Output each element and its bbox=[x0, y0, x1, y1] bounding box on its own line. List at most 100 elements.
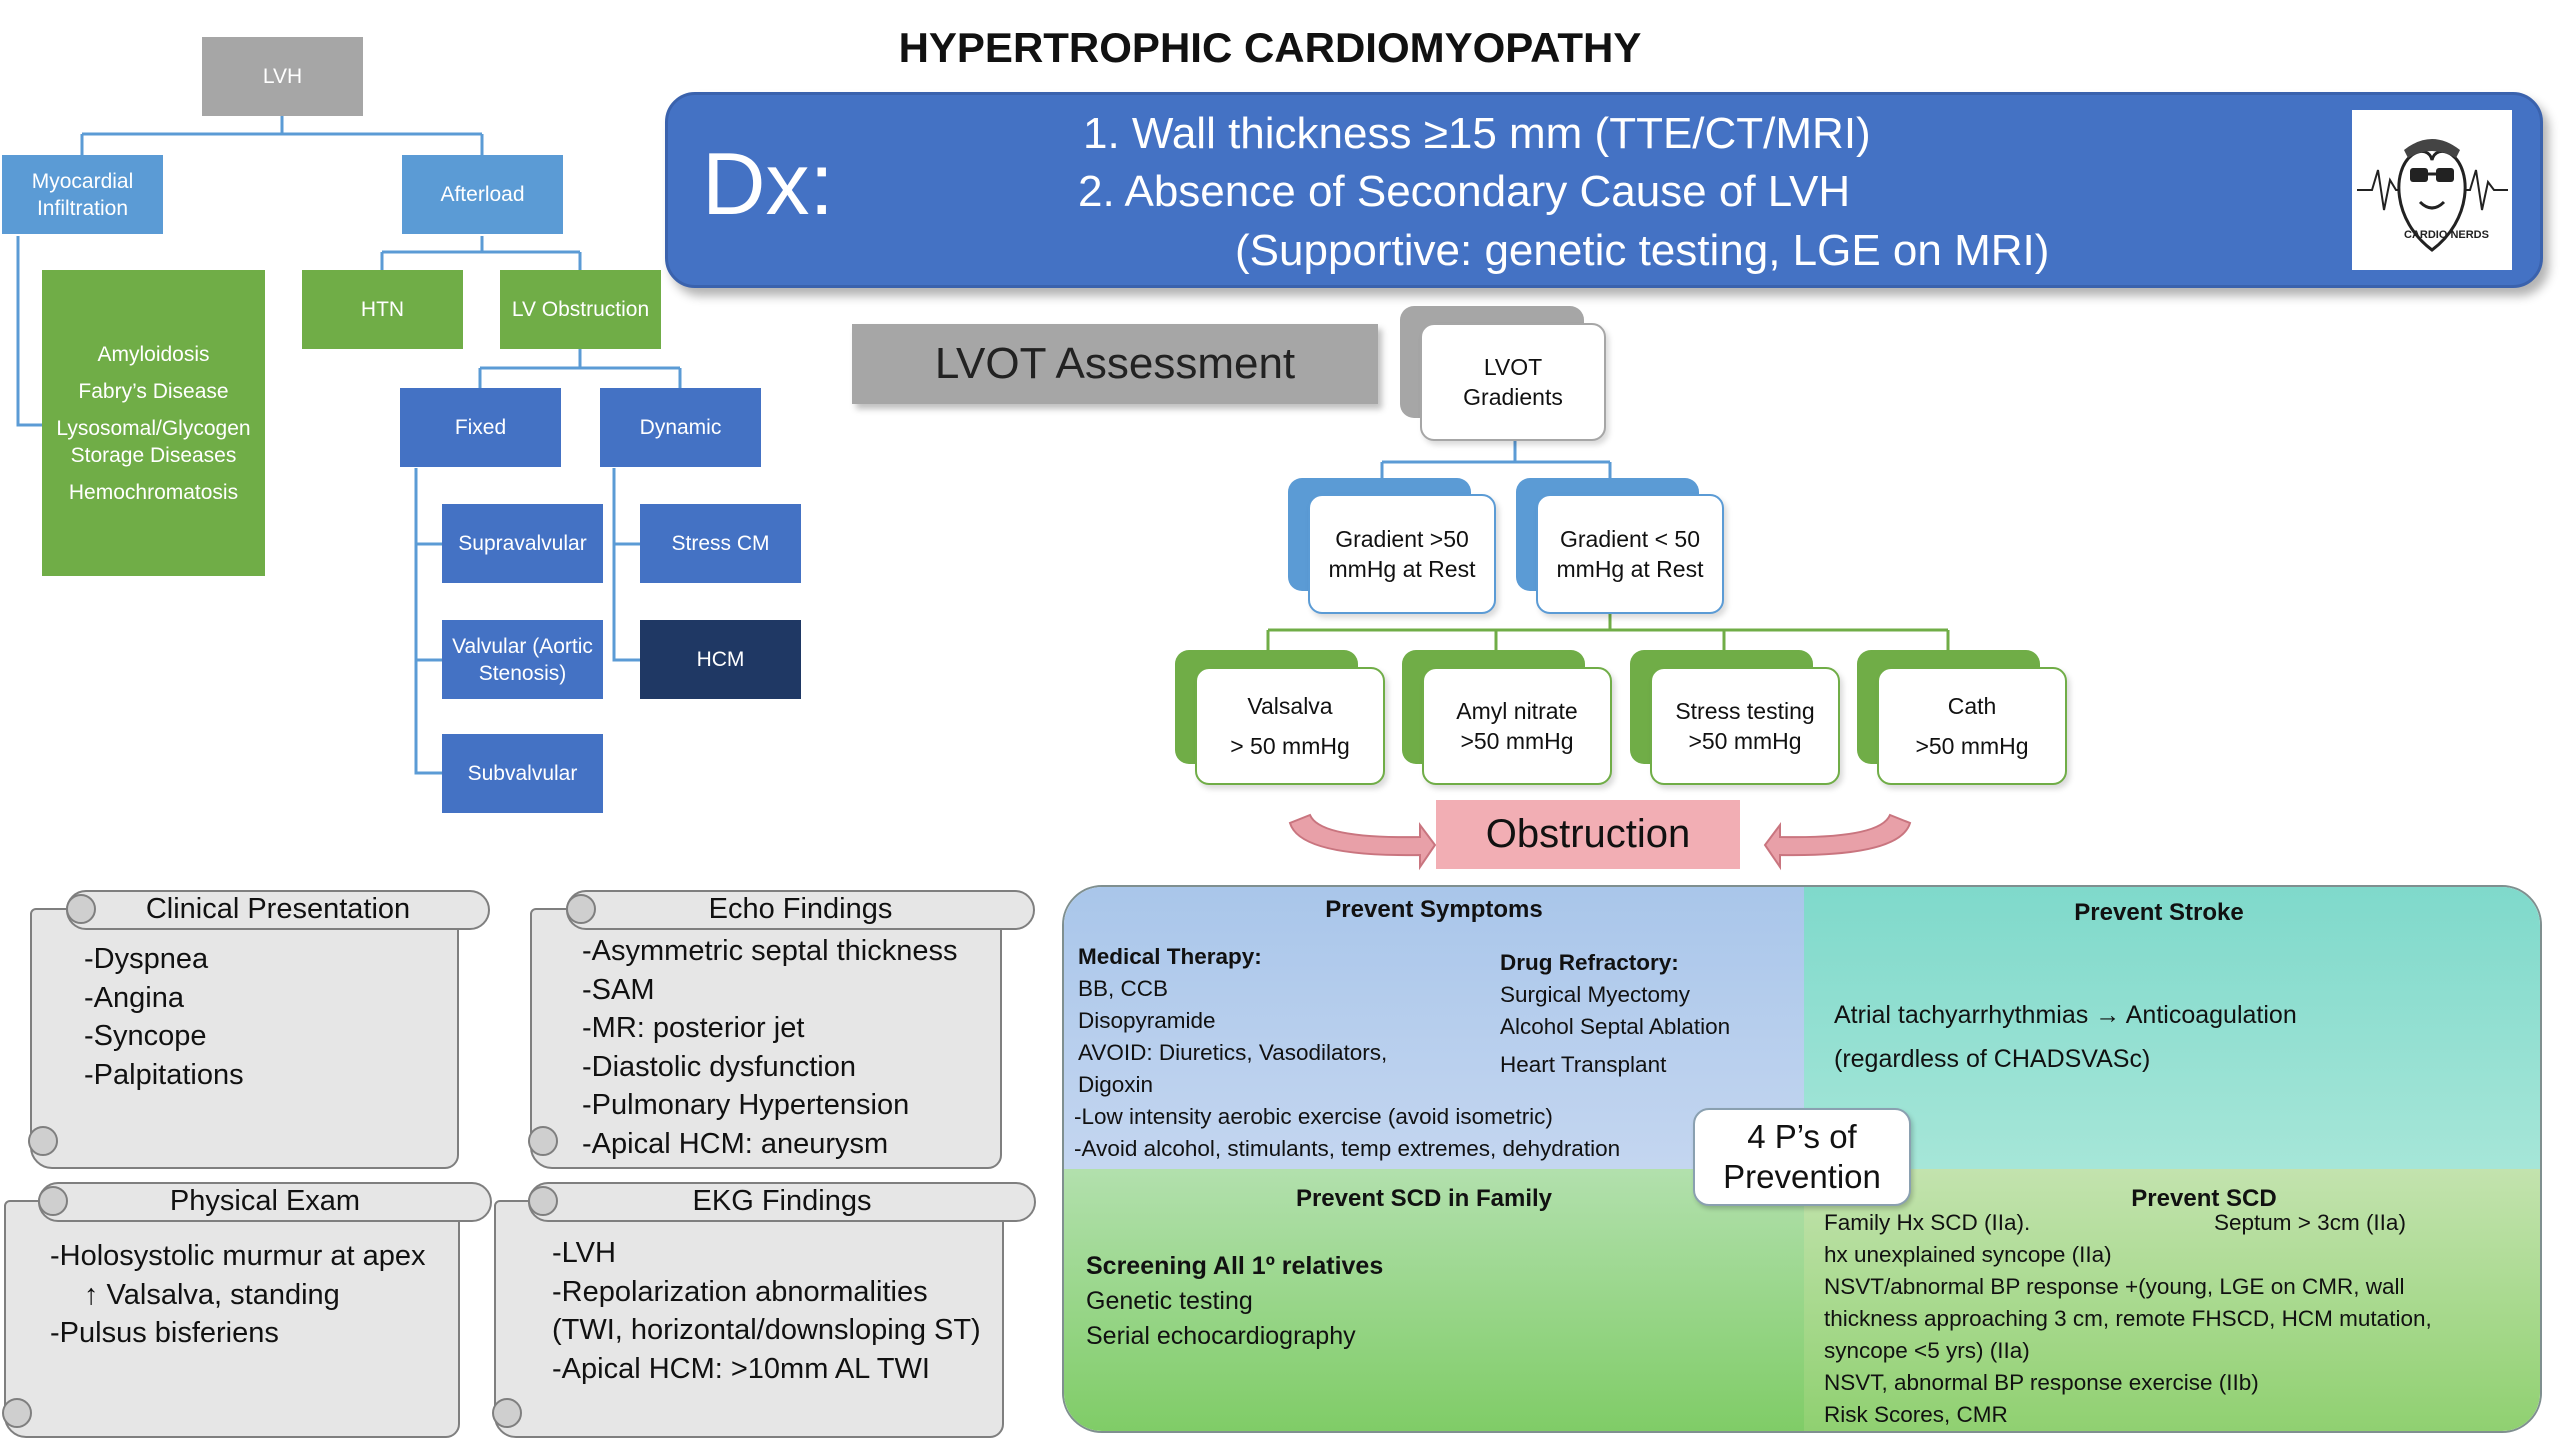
list-item: NSVT, abnormal BP response exercise (IIb… bbox=[1824, 1370, 2259, 1395]
obstruction-arrows bbox=[1288, 813, 1912, 871]
echo-findings-title: Echo Findings bbox=[566, 890, 1035, 930]
list-item: BB, CCB bbox=[1078, 976, 1169, 1001]
scroll-curl-icon bbox=[528, 1186, 558, 1216]
scroll-curl-icon bbox=[66, 894, 96, 924]
test-cath: Cath >50 mmHg bbox=[1877, 667, 2067, 785]
list-item: ↑ Valsalva, standing bbox=[84, 1278, 340, 1311]
test-value: > 50 mmHg bbox=[1230, 733, 1350, 759]
ekg-findings-list: -LVH -Repolarization abnormalities (TWI,… bbox=[552, 1234, 981, 1388]
scd-first-left: Family Hx SCD (IIa). bbox=[1824, 1210, 2031, 1235]
stroke-line: (regardless of CHADSVASc) bbox=[1834, 1045, 2151, 1073]
obstruction-label: Obstruction bbox=[1436, 800, 1740, 869]
clinical-presentation-scroll: Clinical Presentation -Dyspnea -Angina -… bbox=[28, 890, 490, 1169]
tree-lvh: LVH bbox=[202, 37, 363, 116]
tree-afterload: Afterload bbox=[402, 155, 563, 234]
clinical-presentation-list: -Dyspnea -Angina -Syncope -Palpitations bbox=[84, 940, 244, 1094]
echo-findings-list: -Asymmetric septal thickness -SAM -MR: p… bbox=[582, 932, 958, 1163]
tree-infiltration-item: Lysosomal/Glycogen Storage Diseases bbox=[56, 416, 251, 467]
tree-infiltration-item: Hemochromatosis bbox=[68, 480, 239, 504]
list-item: NSVT/abnormal BP response +(young, LGE o… bbox=[1824, 1274, 2405, 1299]
tree-valvular: Valvular (Aortic Stenosis) bbox=[442, 620, 603, 699]
list-item: -Palpitations bbox=[84, 1058, 244, 1091]
four-ps-prevention-label: 4 P’s of Prevention bbox=[1693, 1108, 1911, 1206]
test-name: Stress testing bbox=[1675, 698, 1815, 724]
list-item: thickness approaching 3 cm, remote FHSCD… bbox=[1824, 1306, 2432, 1331]
tree-infiltration-list: Amyloidosis Fabry’s Disease Lysosomal/Gl… bbox=[42, 270, 265, 576]
stroke-text: Atrial tachyarrhythmias → Anticoagulatio… bbox=[1834, 993, 2297, 1081]
gradient-high-rest: Gradient >50 mmHg at Rest bbox=[1308, 494, 1496, 614]
prevent-scd-family-quadrant bbox=[1064, 1169, 1804, 1431]
physical-exam-scroll: Physical Exam -Holosystolic murmur at ap… bbox=[2, 1182, 492, 1438]
list-item: Serial echocardiography bbox=[1086, 1322, 1356, 1350]
prevent-stroke-title: Prevent Stroke bbox=[2074, 899, 2244, 926]
test-stress-testing: Stress testing >50 mmHg bbox=[1650, 667, 1840, 785]
dx-banner: Dx: 1. Wall thickness ≥15 mm (TTE/CT/MRI… bbox=[665, 92, 2543, 288]
test-value: >50 mmHg bbox=[1915, 733, 2029, 759]
list-item: -LVH bbox=[552, 1237, 616, 1269]
test-valsalva: Valsalva > 50 mmHg bbox=[1195, 667, 1385, 785]
list-item: Digoxin bbox=[1078, 1072, 1154, 1097]
list-item: -Low intensity aerobic exercise (avoid i… bbox=[1074, 1104, 1553, 1129]
stroke-line: Atrial tachyarrhythmias → Anticoagulatio… bbox=[1834, 1001, 2297, 1029]
list-item: -MR: posterior jet bbox=[582, 1012, 805, 1044]
prevent-stroke-quadrant bbox=[1804, 887, 2540, 1169]
tree-htn: HTN bbox=[302, 270, 463, 349]
tree-dynamic: Dynamic bbox=[600, 388, 761, 467]
gradient-low-rest: Gradient < 50 mmHg at Rest bbox=[1536, 494, 1724, 614]
dx-criterion: 2. Absence of Secondary Cause of LVH bbox=[1078, 167, 1851, 216]
list-item: (TWI, horizontal/downsloping ST) bbox=[552, 1314, 981, 1346]
list-item: -Pulmonary Hypertension bbox=[582, 1089, 910, 1121]
ekg-findings-scroll: EKG Findings -LVH -Repolarization abnorm… bbox=[492, 1182, 1036, 1438]
test-amyl-nitrate: Amyl nitrate >50 mmHg bbox=[1422, 667, 1612, 785]
cardionerds-logo: CARDIO NERDS bbox=[2352, 110, 2512, 270]
echo-findings-scroll: Echo Findings -Asymmetric septal thickne… bbox=[528, 890, 1035, 1169]
tree-lv-obstruction: LV Obstruction bbox=[500, 270, 661, 349]
tree-fixed: Fixed bbox=[400, 388, 561, 467]
lifestyle-list: -Low intensity aerobic exercise (avoid i… bbox=[1074, 1101, 1620, 1165]
list-item: -Diastolic dysfunction bbox=[582, 1050, 856, 1083]
list-item: -Angina bbox=[84, 981, 184, 1014]
list-item: -Asymmetric septal thickness bbox=[582, 935, 958, 967]
clinical-presentation-title: Clinical Presentation bbox=[66, 890, 490, 930]
tree-hcm: HCM bbox=[640, 620, 801, 699]
list-item: -Syncope bbox=[84, 1020, 207, 1052]
medical-therapy-list: BB, CCB Disopyramide AVOID: Diuretics, V… bbox=[1078, 973, 1387, 1101]
scroll-curl-icon bbox=[2, 1398, 32, 1428]
page-title: HYPERTROPHIC CARDIOMYOPATHY bbox=[898, 24, 1642, 71]
right-curved-arrow-icon bbox=[1763, 813, 1912, 871]
list-item: -SAM bbox=[582, 973, 655, 1006]
prevent-symptoms-title: Prevent Symptoms bbox=[1325, 896, 1543, 923]
test-name: Amyl nitrate bbox=[1456, 698, 1578, 724]
list-item: AVOID: Diuretics, Vasodilators, bbox=[1078, 1040, 1388, 1065]
scd-criteria-list: hx unexplained syncope (IIa) NSVT/abnorm… bbox=[1824, 1239, 2432, 1431]
prevent-scd-title: Prevent SCD bbox=[2131, 1185, 2277, 1212]
list-item: hx unexplained syncope (IIa) bbox=[1824, 1242, 2112, 1267]
prevent-symptoms-quadrant bbox=[1064, 887, 1804, 1169]
family-screening-list: Genetic testing Serial echocardiography bbox=[1086, 1284, 1356, 1354]
tree-infiltration-item: Amyloidosis bbox=[97, 342, 210, 366]
list-item: -Avoid alcohol, stimulants, temp extreme… bbox=[1074, 1136, 1621, 1161]
list-item: -Dyspnea bbox=[84, 943, 209, 975]
list-item: Risk Scores, CMR bbox=[1824, 1402, 2008, 1427]
tree-myocardial-infiltration: Myocardial Infiltration bbox=[2, 155, 163, 234]
list-item: Surgical Myectomy bbox=[1500, 982, 1691, 1007]
test-name: Valsalva bbox=[1247, 693, 1333, 719]
test-name: Cath bbox=[1947, 693, 1997, 719]
list-item: -Apical HCM: >10mm AL TWI bbox=[552, 1352, 930, 1385]
tree-infiltration-item: Fabry’s Disease bbox=[78, 379, 229, 403]
tree-stress-cm: Stress CM bbox=[640, 504, 801, 583]
prevent-scd-quadrant bbox=[1804, 1169, 2540, 1431]
list-item: -Pulsus bisferiens bbox=[50, 1317, 279, 1349]
drug-refractory-title: Drug Refractory: bbox=[1500, 950, 1679, 975]
ekg-findings-title: EKG Findings bbox=[528, 1182, 1036, 1222]
dx-supportive: (Supportive: genetic testing, LGE on MRI… bbox=[1235, 226, 2050, 275]
list-item: -Repolarization abnormalities bbox=[552, 1275, 928, 1308]
tree-subvalvular: Subvalvular bbox=[442, 734, 603, 813]
list-item: Alcohol Septal Ablation bbox=[1500, 1014, 1731, 1039]
family-screening-lead: Screening All 1º relatives bbox=[1086, 1252, 1384, 1280]
physical-exam-title: Physical Exam bbox=[38, 1182, 492, 1222]
list-item: Heart Transplant bbox=[1500, 1052, 1667, 1077]
logo-text: CARDIO NERDS bbox=[2404, 229, 2489, 241]
test-value: >50 mmHg bbox=[1688, 728, 1802, 754]
scroll-curl-icon bbox=[566, 894, 596, 924]
